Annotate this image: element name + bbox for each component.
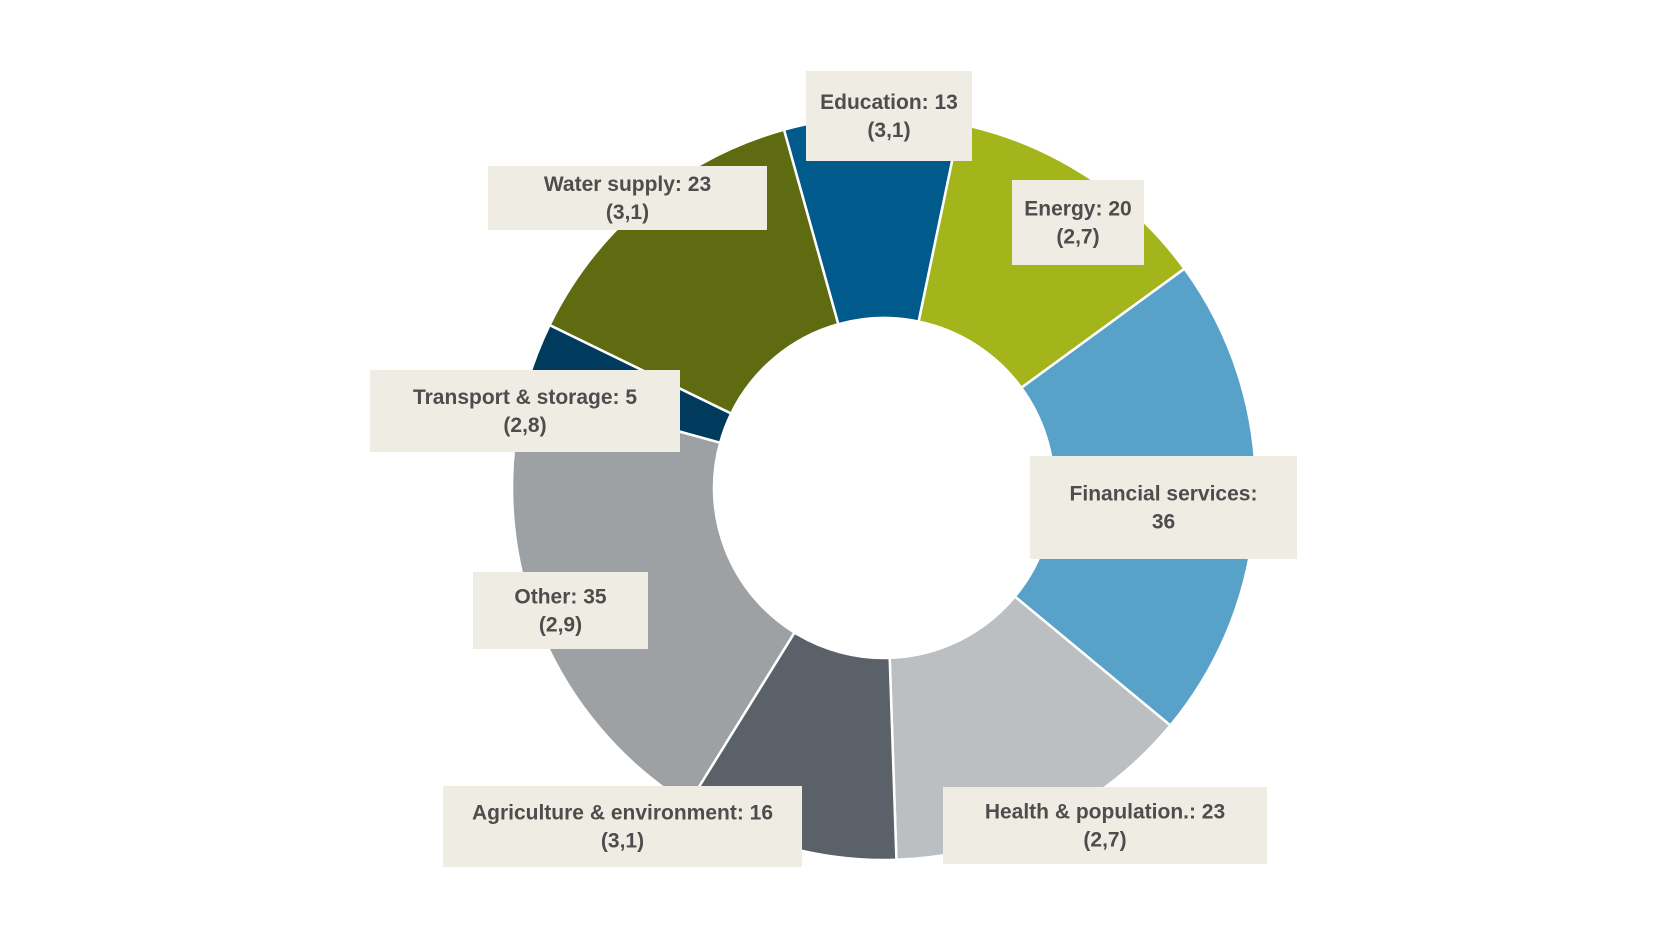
slice-label-note: 36 bbox=[1152, 511, 1175, 534]
slice-label-box bbox=[943, 787, 1267, 864]
slice-label-value: Transport & storage: 5 bbox=[413, 386, 637, 409]
slice-label-value: Water supply: 23 bbox=[544, 173, 711, 196]
slice-label: Water supply: 23 (3,1) bbox=[488, 166, 767, 230]
slice-label: Financial services: 36 bbox=[1030, 456, 1297, 559]
slice-label-note: (3,1) bbox=[867, 119, 910, 142]
slice-label: Energy: 20 (2,7) bbox=[1012, 180, 1144, 265]
slice-label-value: Education: 13 bbox=[820, 91, 958, 114]
slice-label-note: (3,1) bbox=[601, 830, 644, 853]
slice-label-note: (2,7) bbox=[1083, 829, 1126, 852]
slice-label-box bbox=[370, 370, 680, 452]
slice-label-note: (2,8) bbox=[503, 414, 546, 437]
slice-label-value: Agriculture & environment: 16 bbox=[472, 802, 773, 825]
slice-label-box bbox=[1012, 180, 1144, 265]
slice-labels: Education: 13 (3,1) Energy: 20 (2,7) Financi… bbox=[370, 71, 1297, 867]
slice-label-note: (2,7) bbox=[1056, 226, 1099, 249]
slice-label: Other: 35 (2,9) bbox=[473, 572, 648, 649]
slice-label: Health & population.: 23 (2,7) bbox=[943, 787, 1267, 864]
slice-label-box bbox=[473, 572, 648, 649]
slice-label-box bbox=[1030, 456, 1297, 559]
slice-label: Agriculture & environment: 16 (3,1) bbox=[443, 786, 802, 867]
slice-label-value: Health & population.: 23 bbox=[985, 801, 1225, 824]
slice-label-note: (2,9) bbox=[539, 614, 582, 637]
slice-label-value: Financial services: bbox=[1070, 483, 1258, 506]
slice-label: Transport & storage: 5 (2,8) bbox=[370, 370, 680, 452]
slice-label-value: Other: 35 bbox=[514, 586, 607, 609]
slice-label-box bbox=[806, 71, 972, 161]
slice-label-note: (3,1) bbox=[606, 201, 649, 224]
slice-label: Education: 13 (3,1) bbox=[806, 71, 972, 161]
slice-label-box bbox=[443, 786, 802, 867]
slice-label-box bbox=[488, 166, 767, 230]
slice-label-value: Energy: 20 bbox=[1024, 198, 1131, 221]
